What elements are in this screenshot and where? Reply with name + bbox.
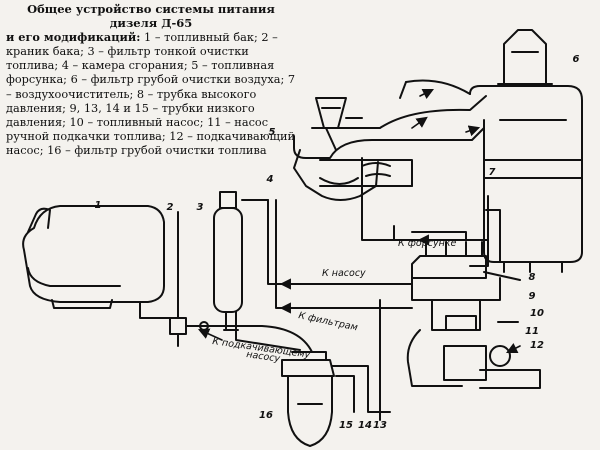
label-7: 7 [489, 167, 496, 178]
label-1: 1 [95, 200, 102, 211]
label-13: 13 [373, 420, 387, 431]
fuel-injection-pump [406, 241, 541, 389]
air-cleaner [469, 85, 583, 273]
hand-priming-pump [445, 315, 477, 331]
label-15: 15 [339, 420, 353, 431]
label-5: 5 [269, 127, 276, 138]
label-9: 9 [529, 291, 536, 302]
fine-fuel-filter [213, 191, 269, 331]
fuel-tank [22, 205, 165, 319]
label-11: 11 [525, 326, 539, 337]
coarse-air-filter [497, 29, 553, 85]
flow-to-injector: К форсунке [398, 238, 457, 249]
label-6: 6 [573, 54, 580, 65]
flow-to-filter: К фильтрам [297, 310, 358, 333]
booster-pump [489, 345, 511, 367]
figure-title: Общее устройство системы питания дизеля … [27, 2, 275, 31]
flow-to-booster-2: насосу [246, 349, 281, 365]
fuel-injector [315, 97, 363, 151]
label-2: 2 [167, 202, 174, 213]
caption-lead: и его модификаций: [6, 30, 141, 45]
flow-arrows [197, 88, 521, 354]
label-10: 10 [530, 308, 544, 319]
label-16: 16 [259, 410, 273, 421]
combustion-chamber [293, 149, 379, 201]
label-8: 8 [529, 272, 536, 283]
label-3: 3 [197, 202, 204, 213]
caption-body: 1 – топливный бак; 2 – краник бака; 3 – … [6, 31, 296, 157]
coarse-fuel-filter [281, 351, 335, 447]
high-pressure-lines [361, 157, 521, 281]
intake-manifold [293, 79, 487, 187]
label-12: 12 [530, 340, 544, 351]
figure-caption: Общее устройство системы питания дизеля … [6, 2, 296, 158]
label-4: 4 [266, 174, 274, 185]
low-pressure-lines [199, 199, 467, 421]
label-14: 14 [358, 420, 372, 431]
flow-to-pump: К насосу [322, 268, 366, 279]
